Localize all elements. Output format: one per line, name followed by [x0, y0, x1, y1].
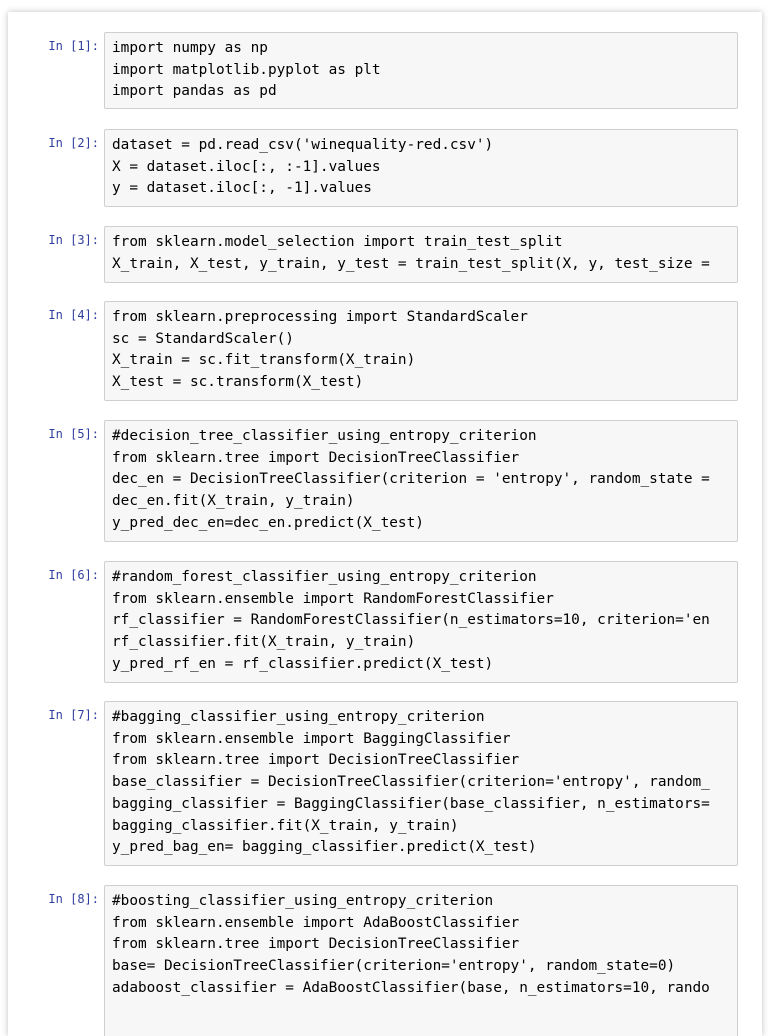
cell-input-area[interactable]: #bagging_classifier_using_entropy_criter… [104, 701, 738, 866]
cell-prompt: In [7]: [48, 708, 99, 722]
code-line: dataset = pd.read_csv('winequality-red.c… [112, 137, 494, 153]
code-line: import pandas as pd [112, 83, 277, 100]
cell-prompt: In [2]: [48, 136, 99, 150]
cell-prompt: In [3]: [48, 233, 99, 247]
code-editor[interactable]: from sklearn.model_selection import trai… [105, 227, 737, 275]
code-line: bagging_classifier.fit(X_train, y_train) [112, 817, 459, 834]
code-line: adaboost_classifier = AdaBoostClassifier… [112, 979, 710, 996]
cell-input-area[interactable]: #decision_tree_classifier_using_entropy_… [104, 420, 738, 542]
cell-input-area[interactable]: from sklearn.preprocessing import Standa… [104, 301, 738, 401]
cell-prompt: In [6]: [48, 568, 99, 582]
code-line: bagging_classifier = BaggingClassifier(b… [112, 795, 710, 812]
code-editor[interactable]: #random_forest_classifier_using_entropy_… [105, 562, 737, 676]
code-line: X = dataset.iloc[:, :-1].values [112, 158, 381, 175]
code-line: X_test = sc.transform(X_test) [112, 374, 364, 391]
code-line: base= DecisionTreeClassifier(criterion='… [112, 958, 676, 975]
code-line: rf_classifier.fit(X_train, y_train) [112, 634, 416, 651]
code-line: y = dataset.iloc[:, -1].values [112, 180, 372, 197]
code-editor[interactable]: from sklearn.preprocessing import Standa… [105, 302, 737, 394]
code-editor[interactable]: import numpy as np import matplotlib.pypl… [105, 33, 737, 103]
code-line: from sklearn.ensemble import AdaBoostCla… [112, 914, 520, 931]
code-line: base_classifier = DecisionTreeClassifier… [112, 774, 710, 791]
code-editor[interactable]: #boosting_classifier_using_entropy_crite… [105, 886, 737, 1000]
code-line: from sklearn.preprocessing import Standa… [112, 309, 528, 325]
code-line: #decision_tree_classifier_using_entropy_… [112, 428, 537, 444]
code-editor[interactable]: #bagging_classifier_using_entropy_criter… [105, 702, 737, 859]
code-line: y_pred_dec_en=dec_en.predict(X_test) [112, 514, 424, 531]
cell-input-area[interactable]: #random_forest_classifier_using_entropy_… [104, 561, 738, 683]
code-line: dec_en.fit(X_train, y_train) [112, 493, 355, 510]
code-line: #boosting_classifier_using_entropy_crite… [112, 893, 494, 909]
code-editor[interactable]: #decision_tree_classifier_using_entropy_… [105, 421, 737, 535]
notebook-page: In [1]: import numpy as np import matplot… [8, 12, 762, 1036]
code-line: #random_forest_classifier_using_entropy_… [112, 569, 537, 585]
cell-input-area[interactable]: #boosting_classifier_using_entropy_crite… [104, 885, 738, 1036]
cell-input-area[interactable]: from sklearn.model_selection import trai… [104, 226, 738, 283]
code-line: from sklearn.ensemble import BaggingClas… [112, 730, 511, 747]
code-editor[interactable]: dataset = pd.read_csv('winequality-red.c… [105, 130, 737, 200]
cell-prompt: In [4]: [48, 308, 99, 322]
code-line: import matplotlib.pyplot as plt [112, 61, 381, 78]
cell-input-area[interactable]: dataset = pd.read_csv('winequality-red.c… [104, 129, 738, 207]
cell-prompt: In [1]: [48, 39, 99, 53]
code-line: from sklearn.model_selection import trai… [112, 234, 563, 250]
code-line: from sklearn.tree import DecisionTreeCla… [112, 449, 520, 466]
code-line: from sklearn.tree import DecisionTreeCla… [112, 752, 520, 769]
cell-prompt: In [5]: [48, 427, 99, 441]
cell-input-area[interactable]: import numpy as np import matplotlib.pypl… [104, 32, 738, 109]
code-line: y_pred_rf_en = rf_classifier.predict(X_t… [112, 655, 494, 672]
code-line: sc = StandardScaler() [112, 330, 294, 347]
code-line: X_train, X_test, y_train, y_test = train… [112, 255, 710, 272]
code-line: dec_en = DecisionTreeClassifier(criterio… [112, 471, 710, 488]
code-line: from sklearn.ensemble import RandomFores… [112, 590, 554, 607]
code-line: X_train = sc.fit_transform(X_train) [112, 352, 416, 369]
code-line: import numpy as np [112, 40, 268, 56]
code-line: #bagging_classifier_using_entropy_criter… [112, 709, 485, 725]
code-line: rf_classifier = RandomForestClassifier(n… [112, 612, 710, 629]
code-line: from sklearn.tree import DecisionTreeCla… [112, 936, 520, 953]
cell-prompt: In [8]: [48, 892, 99, 906]
code-line: y_pred_bag_en= bagging_classifier.predic… [112, 839, 537, 856]
